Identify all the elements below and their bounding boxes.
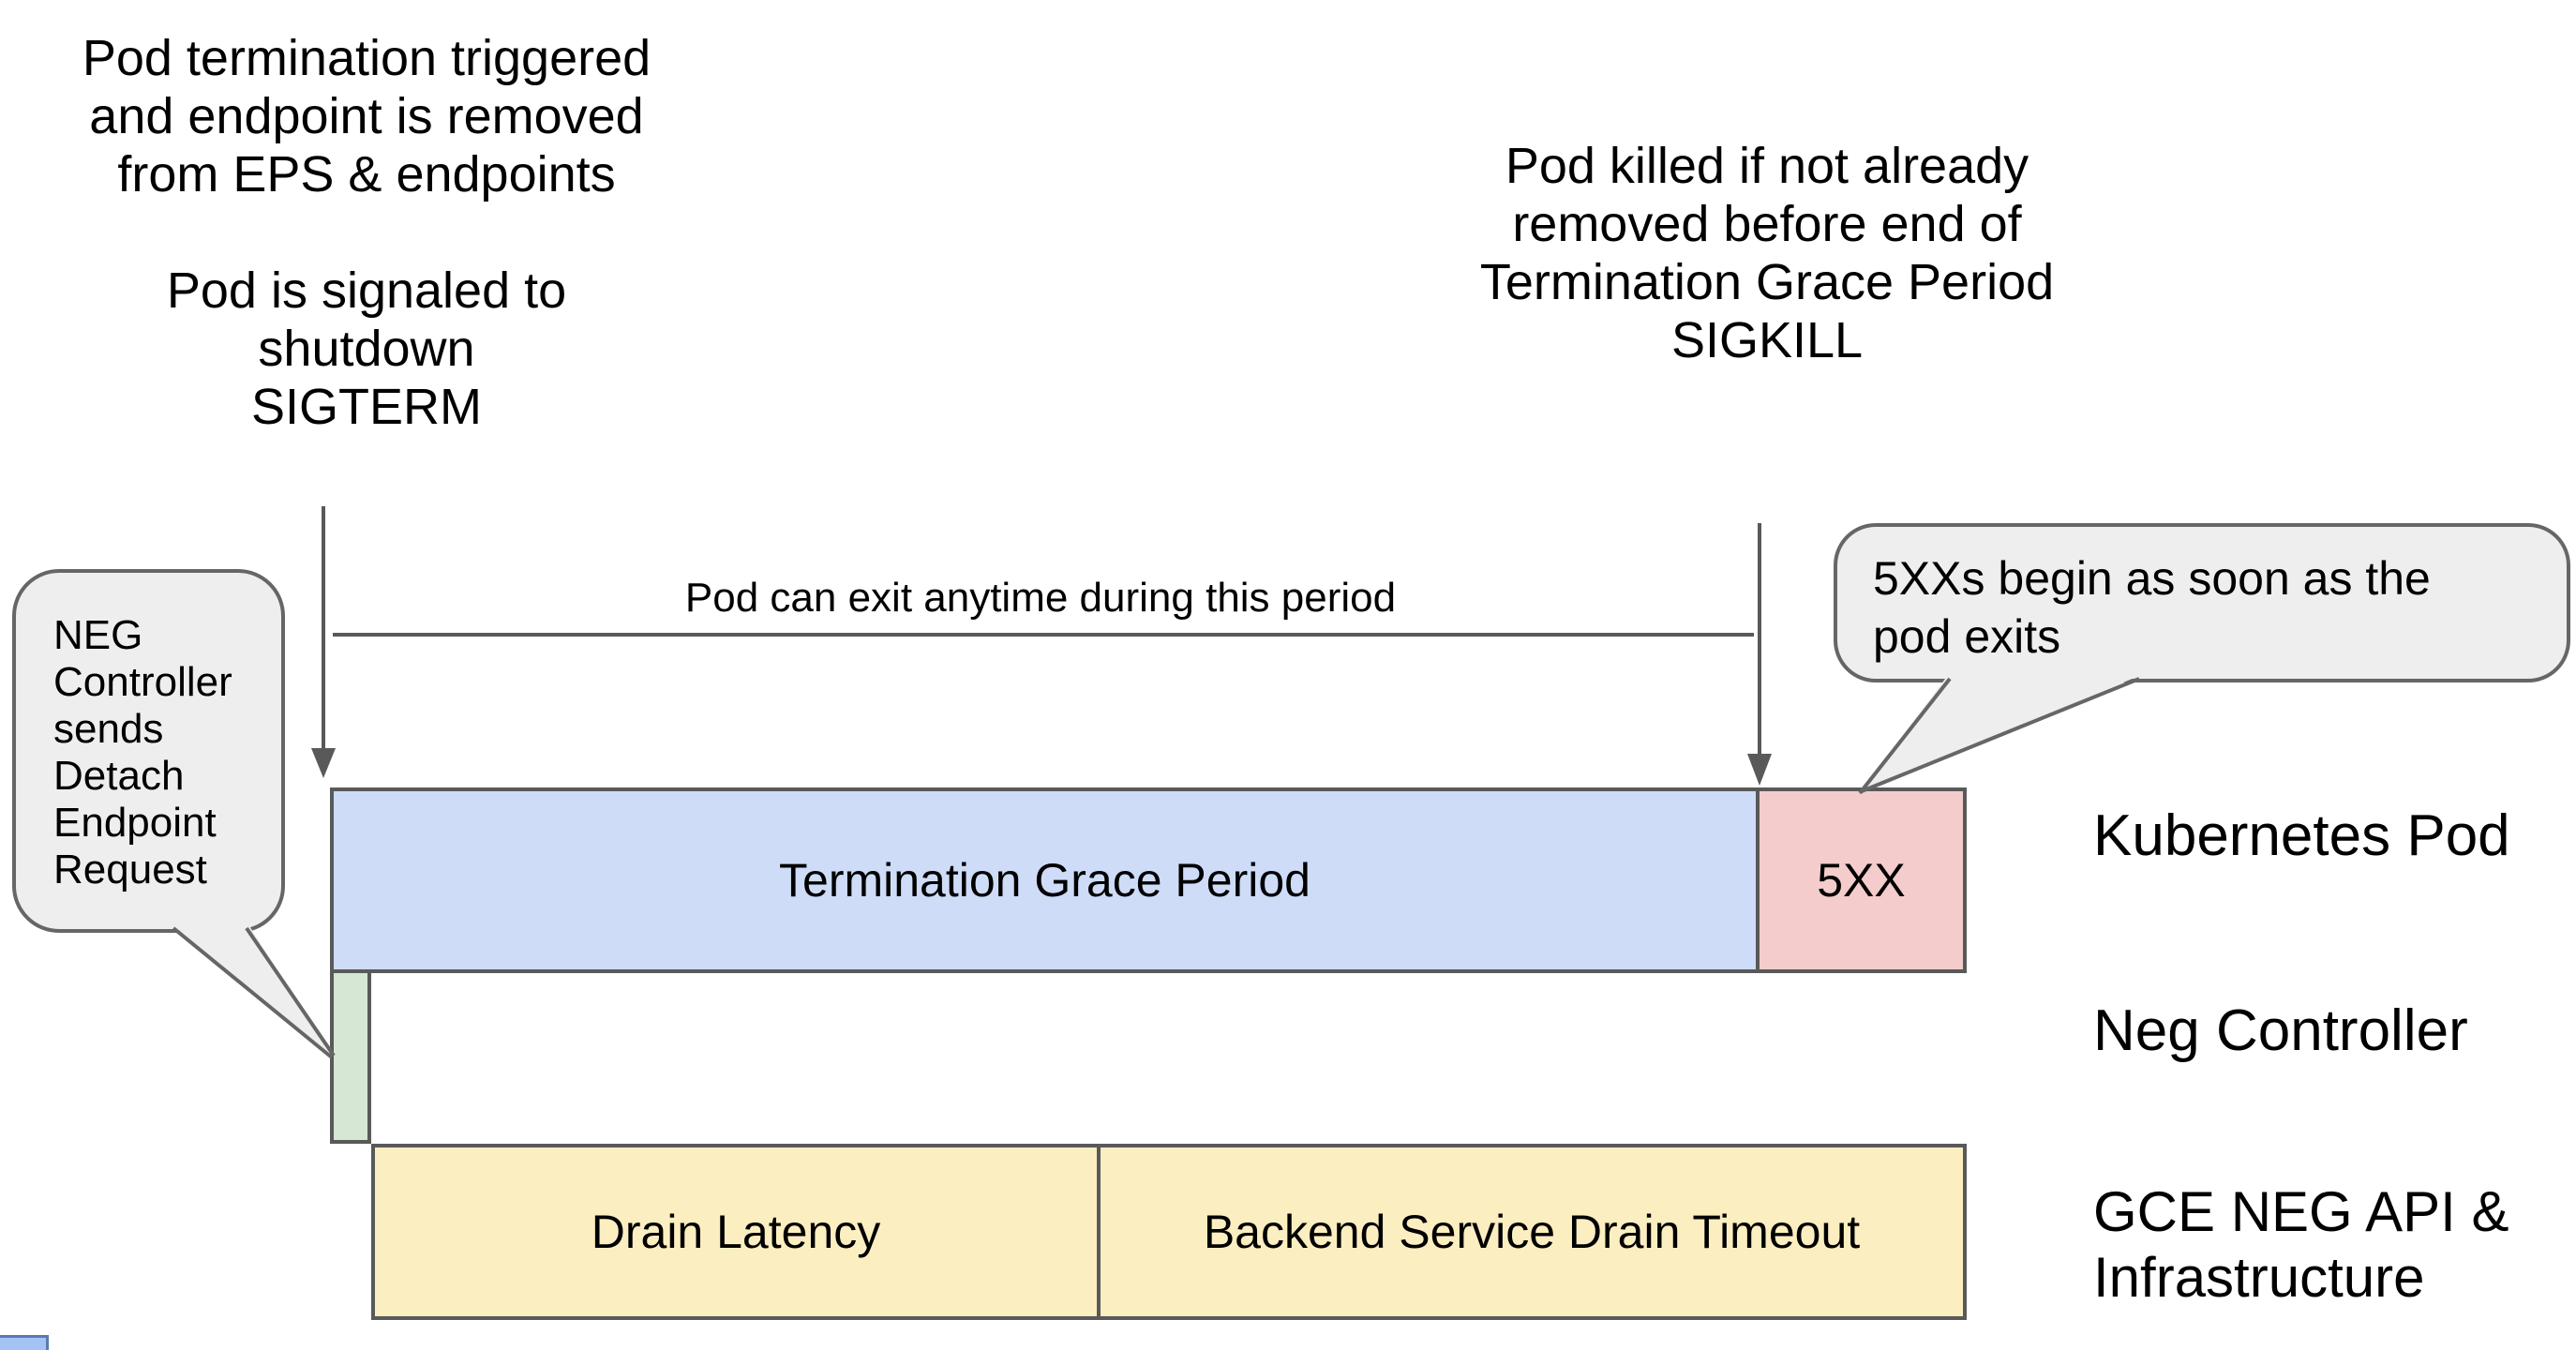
cropped-blue-shape bbox=[0, 1335, 49, 1350]
bar-termination-grace-period-label: Termination Grace Period bbox=[779, 854, 1310, 907]
right-callout-tail-edge bbox=[1861, 677, 2140, 793]
right-callout-tail bbox=[1860, 675, 2141, 793]
row-label-neg-controller: Neg Controller bbox=[2093, 998, 2468, 1063]
row-label-kubernetes-pod: Kubernetes Pod bbox=[2093, 803, 2510, 868]
sigterm-arrowhead-icon bbox=[311, 748, 336, 778]
bar-backend-service-drain-timeout: Backend Service Drain Timeout bbox=[1101, 1148, 1963, 1316]
bar-gce-drain: Drain Latency Backend Service Drain Time… bbox=[371, 1144, 1967, 1320]
bar-termination-grace-period: Termination Grace Period bbox=[330, 788, 1760, 973]
left-callout-tail-edge bbox=[245, 926, 336, 1058]
right-callout-tail-edge bbox=[1858, 677, 1952, 795]
note-pod-can-exit-period: Pod can exit anytime during this period bbox=[684, 575, 1397, 621]
sigkill-arrowhead-icon bbox=[1747, 754, 1772, 786]
note-pod-killed-sigkill: Pod killed if not already removed before… bbox=[1479, 138, 2055, 368]
callout-neg-controller-detach: NEG Controller sends Detach Endpoint Req… bbox=[12, 569, 285, 933]
bar-drain-latency-label: Drain Latency bbox=[591, 1206, 881, 1258]
callout-5xx-begin: 5XXs begin as soon as the pod exits bbox=[1834, 523, 2570, 682]
callout-5xx-begin-text: 5XXs begin as soon as the pod exits bbox=[1873, 552, 2431, 663]
bar-drain-latency: Drain Latency bbox=[375, 1148, 1101, 1316]
callout-neg-controller-detach-text: NEG Controller sends Detach Endpoint Req… bbox=[53, 612, 232, 892]
bar-5xx-errors: 5XX bbox=[1760, 788, 1967, 973]
bar-backend-drain-label: Backend Service Drain Timeout bbox=[1203, 1206, 1861, 1258]
bar-5xx-label: 5XX bbox=[1817, 854, 1906, 907]
note-pod-termination-triggered: Pod termination triggered and endpoint i… bbox=[82, 30, 651, 435]
left-callout-tail bbox=[172, 924, 332, 1058]
left-callout-tail-edge bbox=[172, 926, 334, 1059]
row-label-gce-neg-api: GCE NEG API & Infrastructure bbox=[2093, 1180, 2509, 1309]
bar-neg-controller-detach bbox=[330, 973, 371, 1144]
